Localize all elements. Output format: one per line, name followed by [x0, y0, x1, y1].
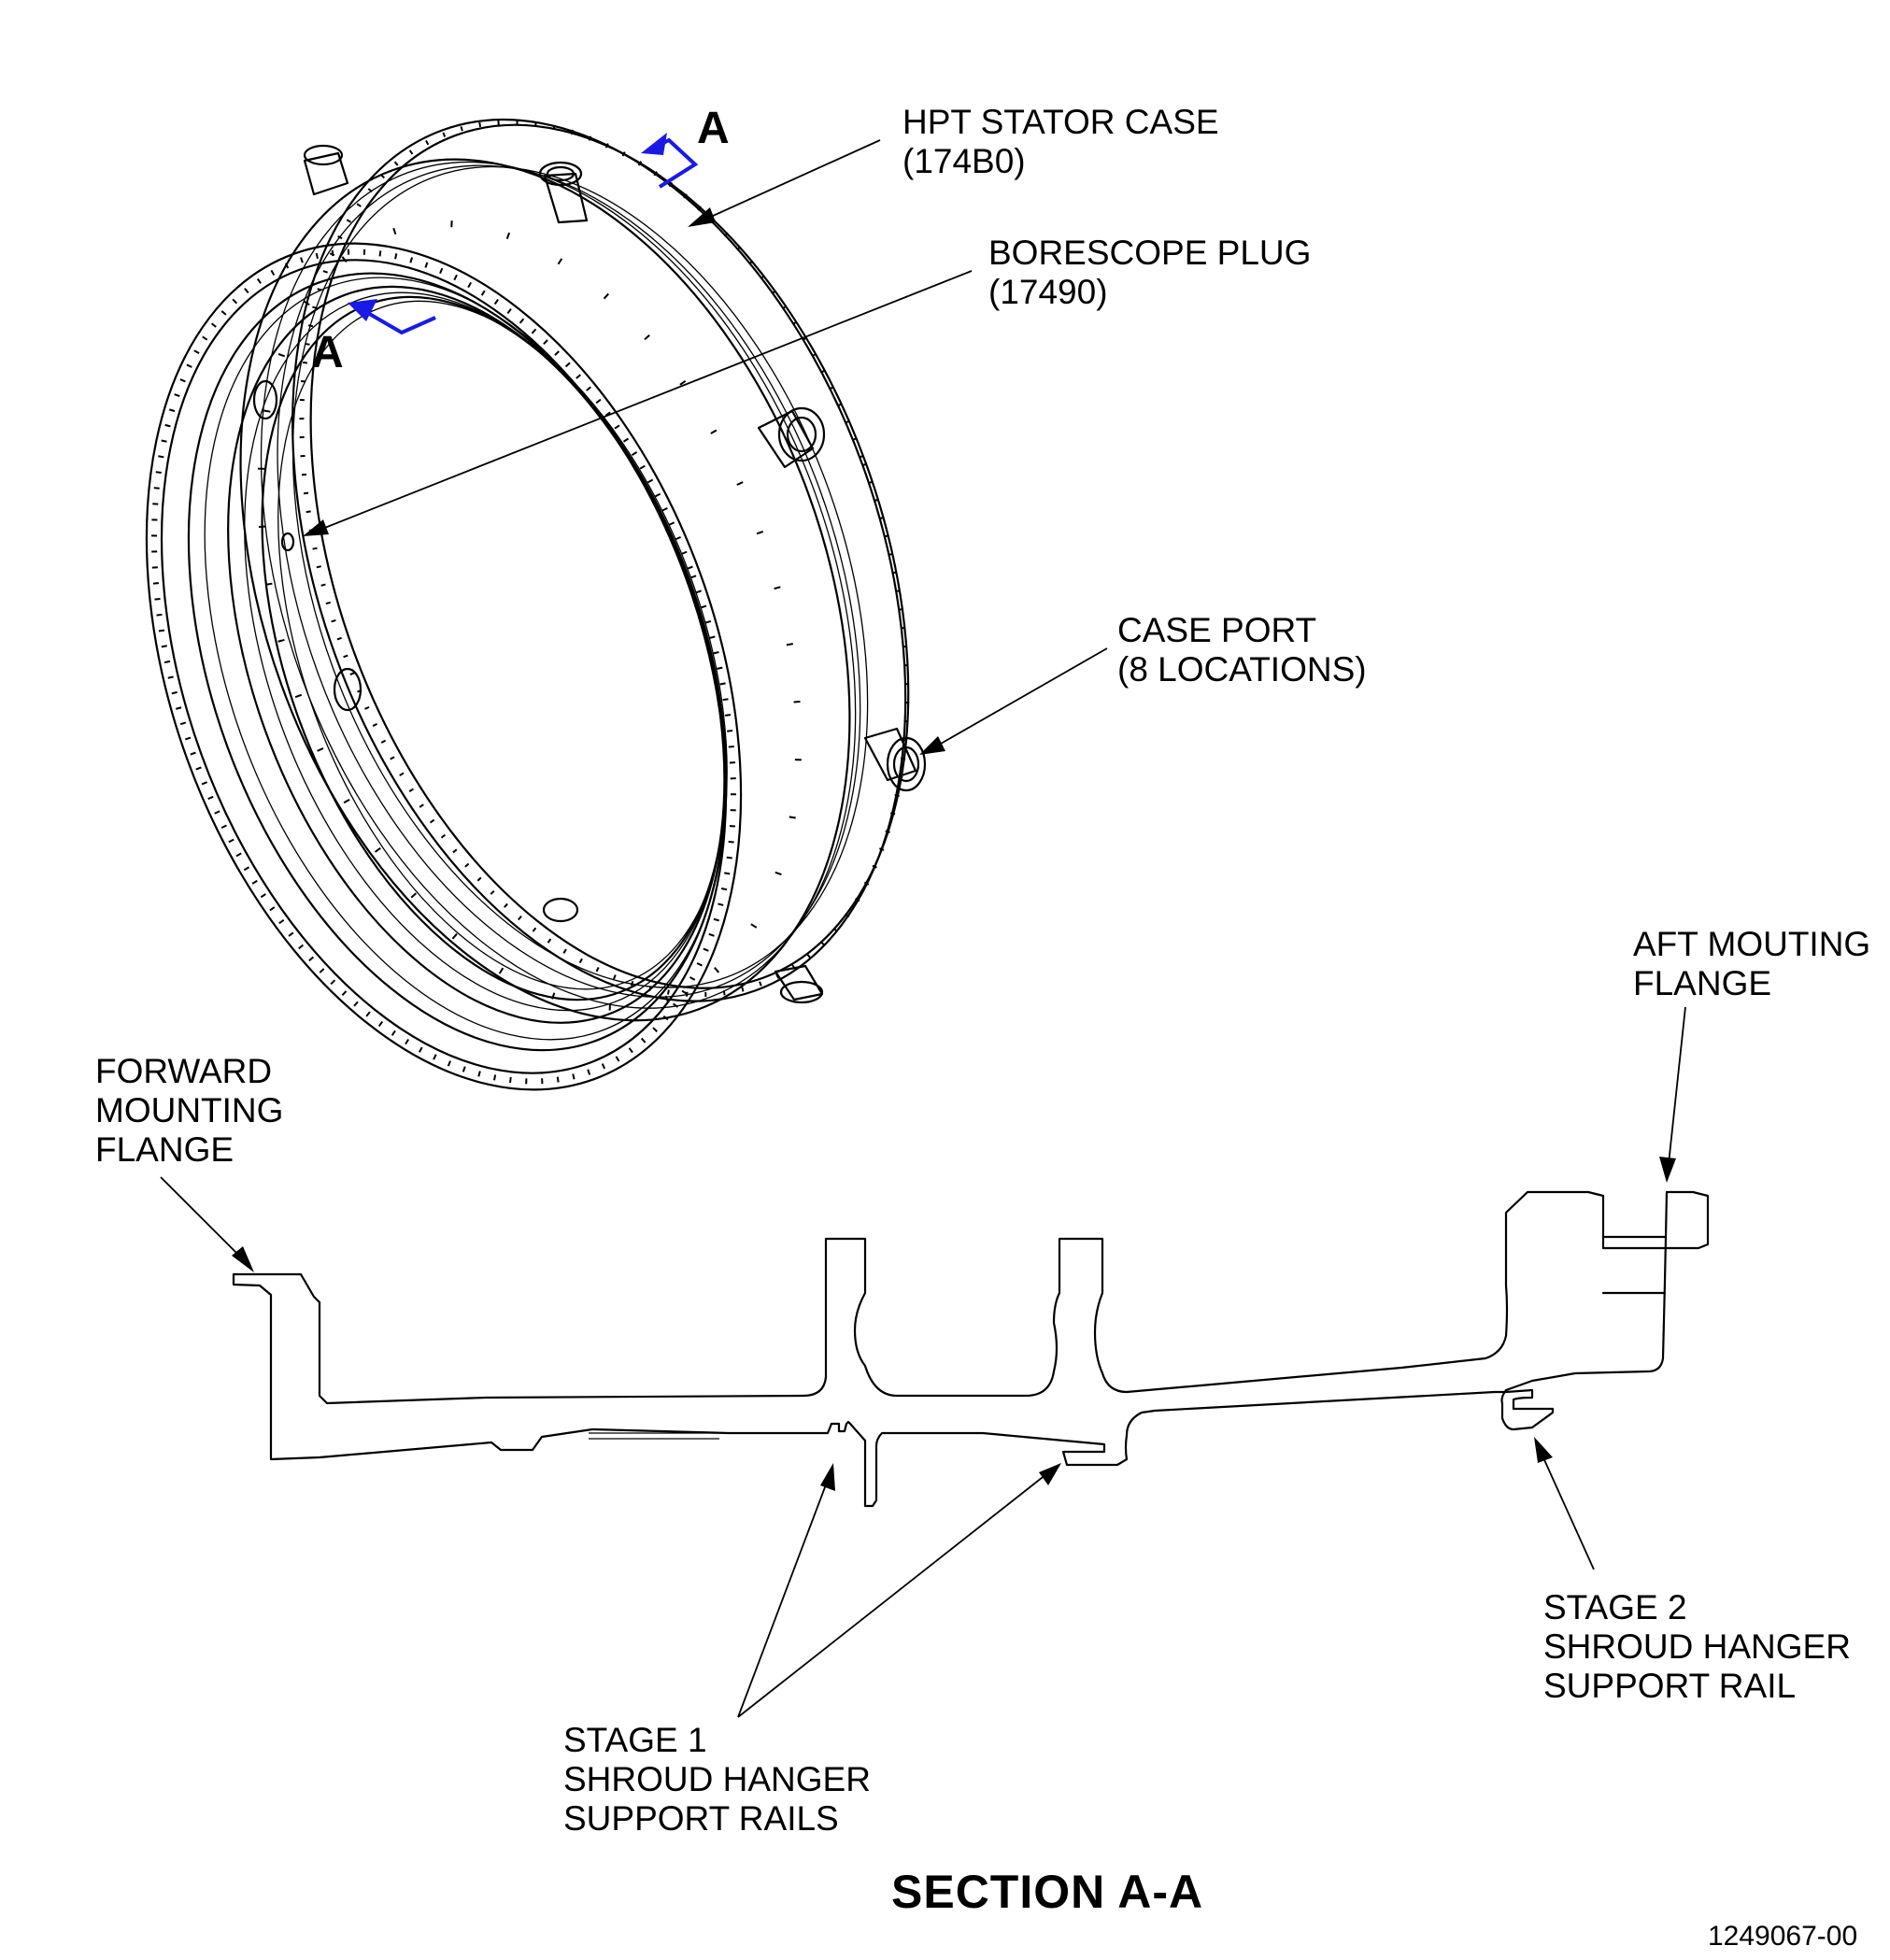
section-a-a-profile — [232, 1190, 1710, 1508]
hpt-stator-case-ring — [145, 118, 910, 1091]
label-forward-mounting-flange: FORWARD MOUNTING FLANGE — [95, 1052, 283, 1170]
label-line: (8 LOCATIONS) — [1117, 650, 1367, 689]
leader-stage1-rails — [737, 1463, 1061, 1718]
leader-forward-mounting-flange — [160, 1176, 254, 1272]
label-line: AFT MOUTING — [1633, 925, 1871, 963]
label-line: CASE PORT — [1117, 611, 1317, 649]
label-stage2-rail: STAGE 2 SHROUD HANGER SUPPORT RAIL — [1543, 1588, 1851, 1706]
label-line: SUPPORT RAILS — [563, 1799, 839, 1838]
label-line: SHROUD HANGER — [1543, 1627, 1851, 1666]
figure-number: 1249067-00 — [1708, 1921, 1858, 1952]
case-port-icon — [863, 727, 927, 792]
section-title: SECTION A-A — [891, 1866, 1204, 1918]
label-line: HPT STATOR CASE — [902, 103, 1219, 141]
case-holes — [252, 379, 579, 923]
case-port-icon — [538, 161, 589, 224]
label-line: SHROUD HANGER — [563, 1760, 871, 1798]
label-line: FLANGE — [1633, 964, 1772, 1002]
label-hpt-stator-case: HPT STATOR CASE (174B0) — [902, 103, 1219, 181]
label-line: (17490) — [988, 273, 1108, 311]
case-port-icon — [303, 144, 349, 196]
leader-hpt-stator-case — [688, 139, 881, 227]
label-line: STAGE 2 — [1543, 1588, 1687, 1626]
label-line: (174B0) — [902, 142, 1026, 180]
section-arrow-lower — [348, 299, 436, 335]
leader-borescope-plug — [303, 270, 973, 536]
case-port-icon — [774, 964, 824, 1004]
leader-stage2-rail — [1534, 1437, 1595, 1570]
section-arrow-upper — [641, 133, 699, 189]
label-line: MOUNTING — [95, 1091, 284, 1129]
label-case-port: CASE PORT (8 LOCATIONS) — [1117, 611, 1367, 689]
leader-case-port — [919, 647, 1108, 755]
case-port-icon — [757, 406, 826, 469]
label-aft-mounting-flange: AFT MOUTING FLANGE — [1633, 925, 1870, 1003]
label-line: BORESCOPE PLUG — [988, 234, 1312, 272]
section-marker-lower: A — [311, 328, 344, 377]
label-line: FORWARD — [95, 1052, 273, 1090]
label-line: STAGE 1 — [563, 1721, 707, 1759]
label-borescope-plug: BORESCOPE PLUG (17490) — [988, 234, 1311, 312]
leader-aft-mounting-flange — [1659, 1006, 1686, 1183]
label-stage1-rails: STAGE 1 SHROUD HANGER SUPPORT RAILS — [563, 1721, 871, 1839]
label-line: FLANGE — [95, 1130, 234, 1169]
section-marker-upper: A — [697, 104, 730, 153]
label-line: SUPPORT RAIL — [1543, 1667, 1797, 1705]
